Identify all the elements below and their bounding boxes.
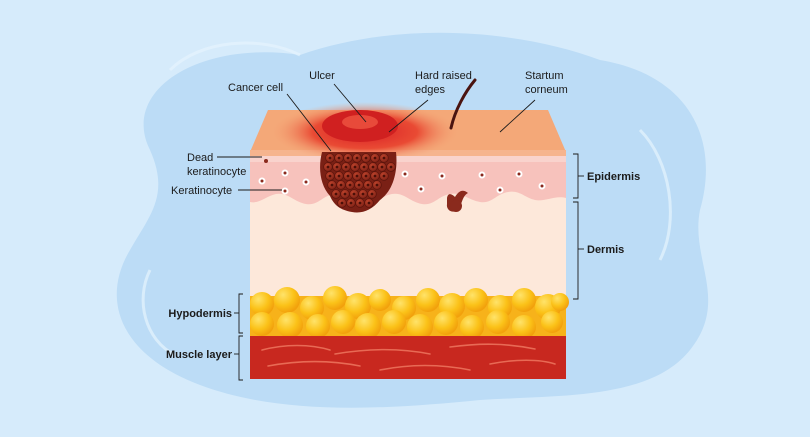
cancer-cell-nucleus <box>335 165 339 169</box>
fat-cell <box>486 310 510 334</box>
label-cancer-cell: Cancer cell <box>228 82 283 94</box>
background-swirl <box>638 128 672 261</box>
cancer-cell-nucleus <box>326 165 330 169</box>
fat-cell <box>250 292 274 316</box>
cancer-cell-nucleus <box>328 174 332 178</box>
fat-cell <box>331 310 355 334</box>
cancer-cell-nucleus <box>367 201 371 205</box>
fat-cell <box>274 287 300 313</box>
cancer-cell-nucleus <box>370 192 374 196</box>
cancer-cell-nucleus <box>348 183 352 187</box>
hair <box>449 78 477 130</box>
fat-cell <box>512 288 536 312</box>
fat-cell <box>323 286 347 310</box>
label-keratinocyte: Keratinocyte <box>171 185 232 197</box>
cancer-cell-nucleus <box>371 165 375 169</box>
label-muscle-layer: Muscle layer <box>166 349 233 361</box>
fat-cell <box>382 310 406 334</box>
cancer-cell-nucleus <box>389 165 393 169</box>
fat-cell <box>345 293 371 319</box>
cancer-cell-nucleus <box>337 156 341 160</box>
cancer-cell-nucleus <box>382 156 386 160</box>
fat-cell <box>464 288 488 312</box>
fat-cell <box>541 311 563 333</box>
fat-cell <box>551 293 569 311</box>
cancer-cell-nucleus <box>373 156 377 160</box>
cancer-cell-nucleus <box>343 192 347 196</box>
cancer-cell-nucleus <box>355 156 359 160</box>
background-swirl <box>141 269 176 357</box>
label-epidermis: Epidermis <box>587 171 640 183</box>
cancer-cell-nucleus <box>328 156 332 160</box>
fat-cell <box>512 315 536 339</box>
label-hard-raised-edges-2: edges <box>415 84 445 96</box>
dead-keratinocyte-band <box>250 156 566 162</box>
label-dead-keratinocyte-2: keratinocyte <box>187 166 246 178</box>
cancer-cell-nucleus <box>375 183 379 187</box>
fat-cell <box>434 311 458 335</box>
cancer-cell-nucleus <box>362 165 366 169</box>
cancer-cell-nucleus <box>353 165 357 169</box>
fat-cell <box>369 289 391 311</box>
fat-cells <box>250 286 569 340</box>
cancer-cell-nucleus <box>361 192 365 196</box>
fat-cell <box>277 312 303 338</box>
cancer-cell-nucleus <box>366 183 370 187</box>
muscle-layer <box>250 336 566 379</box>
cancer-cell-nucleus <box>355 174 359 178</box>
cancer-cell-nucleus <box>340 201 344 205</box>
layer-brackets <box>234 153 584 381</box>
cancer-cell-nucleus <box>380 165 384 169</box>
label-stratum-corneum-1: Startum <box>525 70 564 82</box>
ulcer-center <box>342 115 378 129</box>
cancer-cell-nucleus <box>364 156 368 160</box>
label-hard-raised-edges-1: Hard raised <box>415 70 472 82</box>
cancer-cell-nucleus <box>382 174 386 178</box>
fat-cell <box>355 313 381 339</box>
label-ulcer: Ulcer <box>309 70 335 82</box>
cancer-cell-nucleus <box>339 183 343 187</box>
cancer-cell-nucleus <box>364 174 368 178</box>
label-stratum-corneum-2: corneum <box>525 84 568 96</box>
cancer-cell-nucleus <box>357 183 361 187</box>
cancer-cell-nucleus <box>373 174 377 178</box>
cancer-cell-nucleus <box>346 156 350 160</box>
fat-cell <box>416 288 440 312</box>
label-hypodermis: Hypodermis <box>168 308 232 320</box>
cancer-cell-nucleus <box>346 174 350 178</box>
keratinocytes <box>258 159 546 195</box>
fat-cell <box>407 314 433 340</box>
cancer-cell-nucleus <box>349 201 353 205</box>
background-swirl <box>168 41 301 72</box>
fat-cell <box>460 315 484 339</box>
cancer-cell-nucleus <box>337 174 341 178</box>
cancer-cell-nucleus <box>330 183 334 187</box>
cancer-cell-nucleus <box>334 192 338 196</box>
leader-lines <box>217 83 536 191</box>
label-dead-keratinocyte-1: Dead <box>187 152 213 164</box>
cancer-cell-nucleus <box>352 192 356 196</box>
cancer-cells <box>323 153 396 208</box>
muscle-fibers <box>261 343 556 371</box>
label-dermis: Dermis <box>587 244 624 256</box>
fat-cell <box>250 312 274 336</box>
cancer-cell-nucleus <box>344 165 348 169</box>
fat-cell <box>306 314 330 338</box>
cancer-cell-nucleus <box>358 201 362 205</box>
